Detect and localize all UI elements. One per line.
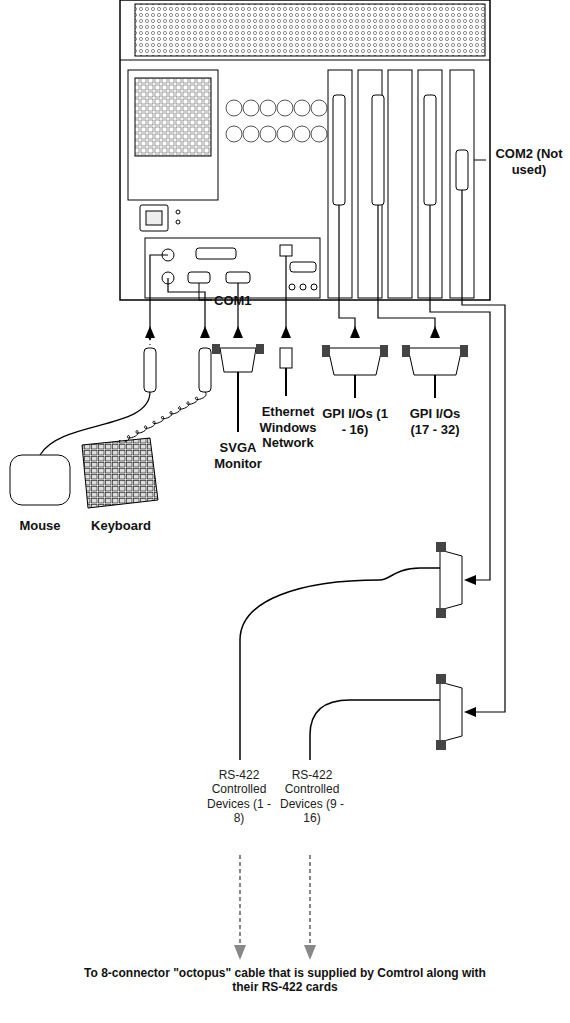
part-label: Ethernet Windows Network (250, 404, 326, 451)
part-label: GPI I/Os (1 - 16) (320, 406, 390, 437)
arrow-head (200, 326, 210, 338)
note-text: To 8-connector "octopus" cable that is s… (70, 966, 500, 995)
part-label: COM1 (214, 293, 258, 309)
part-label: RS-422 Controlled Devices (1 - 8) (203, 768, 275, 826)
part-label: COM2 (Not used) (490, 146, 568, 177)
coiled-cable (119, 392, 206, 443)
part-label: Keyboard (78, 518, 164, 534)
arrow-head (430, 326, 440, 338)
arrow-head (145, 326, 155, 338)
arrow-head (464, 707, 476, 717)
part-label: RS-422 Controlled Devices (9 - 16) (276, 768, 348, 826)
arrow-head (464, 575, 476, 585)
arrow-head (281, 326, 291, 338)
part-label: GPI I/Os (17 - 32) (400, 406, 470, 437)
arrow-head (350, 326, 360, 338)
arrow-head (233, 326, 243, 338)
part-label: Mouse (5, 518, 75, 534)
